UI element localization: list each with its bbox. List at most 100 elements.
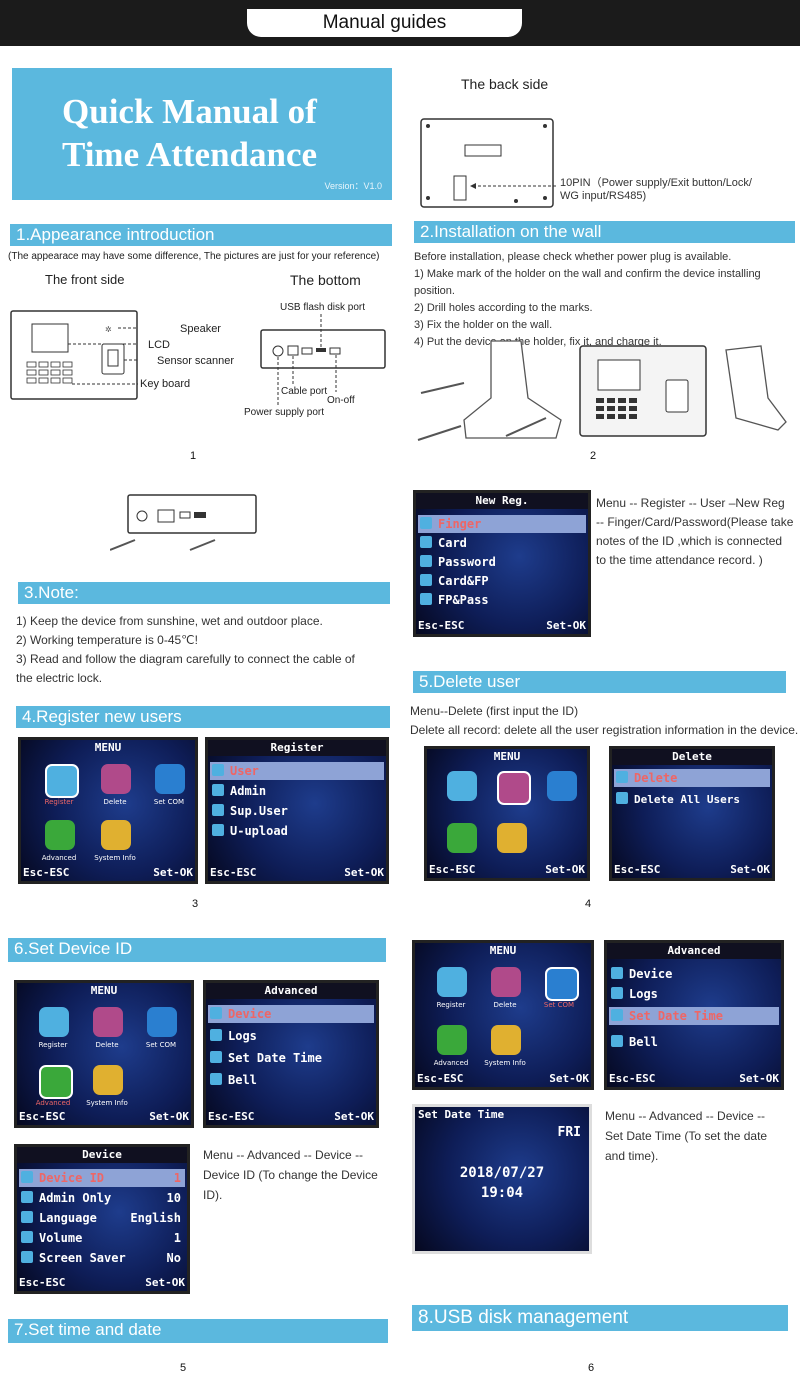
esc-label[interactable]: Esc-ESC	[19, 1276, 66, 1289]
book-tile-icon[interactable]	[491, 1025, 521, 1055]
advanced-row-logs[interactable]: Logs	[609, 985, 779, 1003]
installation-line-0: Before installation, please check whethe…	[414, 251, 732, 263]
esc-label[interactable]: Esc-ESC	[429, 863, 476, 876]
esc-label[interactable]: Esc-ESC	[23, 866, 70, 879]
register-tile-icon[interactable]	[45, 764, 79, 798]
delete-tile-icon[interactable]	[491, 967, 521, 997]
pin-note-line-1: 10PIN（Power supply/Exit button/Lock/	[560, 177, 752, 189]
register-row-uupload[interactable]: U-upload	[210, 822, 384, 840]
advanced-row-bell[interactable]: Bell	[609, 1033, 779, 1051]
manual-title: Quick Manual of Time Attendance	[62, 90, 317, 176]
logs-icon	[210, 1029, 222, 1041]
advanced-row-device[interactable]: Device	[609, 965, 779, 983]
new-reg-row-fppass[interactable]: FP&Pass	[418, 591, 586, 609]
card-icon	[420, 574, 432, 586]
new-reg-desc-3: to the time attendance record. )	[596, 553, 763, 567]
delete-tile-icon[interactable]	[93, 1007, 123, 1037]
advanced-caption: Advanced	[433, 1059, 469, 1067]
row-label: Logs	[228, 1029, 257, 1043]
row-label: FP&Pass	[438, 593, 489, 607]
ok-label[interactable]: Set-OK	[344, 866, 384, 879]
delete-line-0: Menu--Delete (first input the ID)	[410, 704, 579, 718]
esc-label[interactable]: Esc-ESC	[609, 1072, 656, 1085]
ok-label[interactable]: Set-OK	[153, 866, 193, 879]
register-tile-icon[interactable]	[437, 967, 467, 997]
register-row-admin[interactable]: Admin	[210, 782, 384, 800]
new-reg-screen: New Reg. Finger Card Password Card&FP FP…	[413, 490, 591, 637]
gear-tile-icon[interactable]	[45, 820, 75, 850]
row-label: Bell	[629, 1035, 658, 1049]
book-tile-icon[interactable]	[93, 1065, 123, 1095]
ok-label[interactable]: Set-OK	[546, 619, 586, 632]
advanced-row-datetime[interactable]: Set Date Time	[208, 1049, 374, 1067]
back-side-title: The back side	[461, 76, 549, 92]
delete-list-footer: Esc-ESC Set-OK	[612, 862, 772, 878]
pin-note: 10PIN（Power supply/Exit button/Lock/ WG …	[560, 177, 752, 203]
book-tile-icon[interactable]	[497, 823, 527, 853]
title-line-2: Time Attendance	[62, 135, 318, 174]
esc-label[interactable]: Esc-ESC	[417, 1072, 464, 1085]
advanced-row-device[interactable]: Device	[208, 1005, 374, 1023]
gear-tile-icon[interactable]	[39, 1065, 73, 1099]
sysinfo-caption: System Info	[94, 854, 136, 862]
ok-label[interactable]: Set-OK	[145, 1276, 185, 1289]
delete-heading: 5.Delete user	[413, 671, 786, 693]
register-tile-icon[interactable]	[39, 1007, 69, 1037]
title-line-1: Quick Manual of	[62, 92, 317, 131]
advanced-row-logs[interactable]: Logs	[208, 1027, 374, 1045]
globe-tile-icon[interactable]	[155, 764, 185, 794]
ok-label[interactable]: Set-OK	[334, 1110, 374, 1123]
ok-label[interactable]: Set-OK	[730, 863, 770, 876]
globe-tile-icon[interactable]	[547, 771, 577, 801]
device-id-desc-2: ID).	[203, 1188, 223, 1202]
register-row-supuser[interactable]: Sup.User	[210, 802, 384, 820]
delete-icon	[616, 771, 628, 783]
esc-label[interactable]: Esc-ESC	[614, 863, 661, 876]
new-reg-row-card[interactable]: Card	[418, 534, 586, 552]
esc-label[interactable]: Esc-ESC	[208, 1110, 255, 1123]
globe-tile-icon[interactable]	[147, 1007, 177, 1037]
gear-tile-icon[interactable]	[437, 1025, 467, 1055]
advanced-row-datetime[interactable]: Set Date Time	[609, 1007, 779, 1025]
key-icon	[420, 555, 432, 567]
cable-port-label: Cable port	[281, 386, 328, 397]
logs-icon	[611, 987, 623, 999]
advanced-row-bell[interactable]: Bell	[208, 1071, 374, 1089]
delete-tile-icon[interactable]	[101, 764, 131, 794]
book-tile-icon[interactable]	[101, 820, 131, 850]
device-id-desc-0: Menu -- Advanced -- Device --	[203, 1148, 364, 1162]
menu-title: MENU	[489, 944, 517, 957]
register-row-user[interactable]: User	[210, 762, 384, 780]
advanced-screen-1: Advanced Device Logs Set Date Time Bell …	[203, 980, 379, 1128]
esc-label[interactable]: Esc-ESC	[19, 1110, 66, 1123]
ok-label[interactable]: Set-OK	[549, 1072, 589, 1085]
new-reg-row-password[interactable]: Password	[418, 553, 586, 571]
gear-tile-icon[interactable]	[447, 823, 477, 853]
new-reg-row-cardfp[interactable]: Card&FP	[418, 572, 586, 590]
ok-label[interactable]: Set-OK	[739, 1072, 779, 1085]
finger-icon	[420, 517, 432, 529]
register-caption: Register	[44, 798, 74, 806]
delete-tile-icon[interactable]	[497, 771, 531, 805]
delete-row-delete[interactable]: Delete	[614, 769, 770, 787]
register-tile-icon[interactable]	[447, 771, 477, 801]
register-list-screen: Register User Admin Sup.User U-upload Es…	[205, 737, 389, 884]
esc-label[interactable]: Esc-ESC	[418, 619, 465, 632]
keyboard-label: Key board	[140, 378, 191, 390]
delete-row-all[interactable]: Delete All Users	[614, 791, 770, 809]
new-reg-row-finger[interactable]: Finger	[418, 515, 586, 533]
ok-label[interactable]: Set-OK	[545, 863, 585, 876]
esc-label[interactable]: Esc-ESC	[210, 866, 257, 879]
globe-tile-icon[interactable]	[545, 967, 579, 1001]
ok-label[interactable]: Set-OK	[149, 1110, 189, 1123]
note-heading: 3.Note:	[18, 582, 390, 604]
row-label: Card&FP	[438, 574, 489, 588]
card-icon	[420, 536, 432, 548]
